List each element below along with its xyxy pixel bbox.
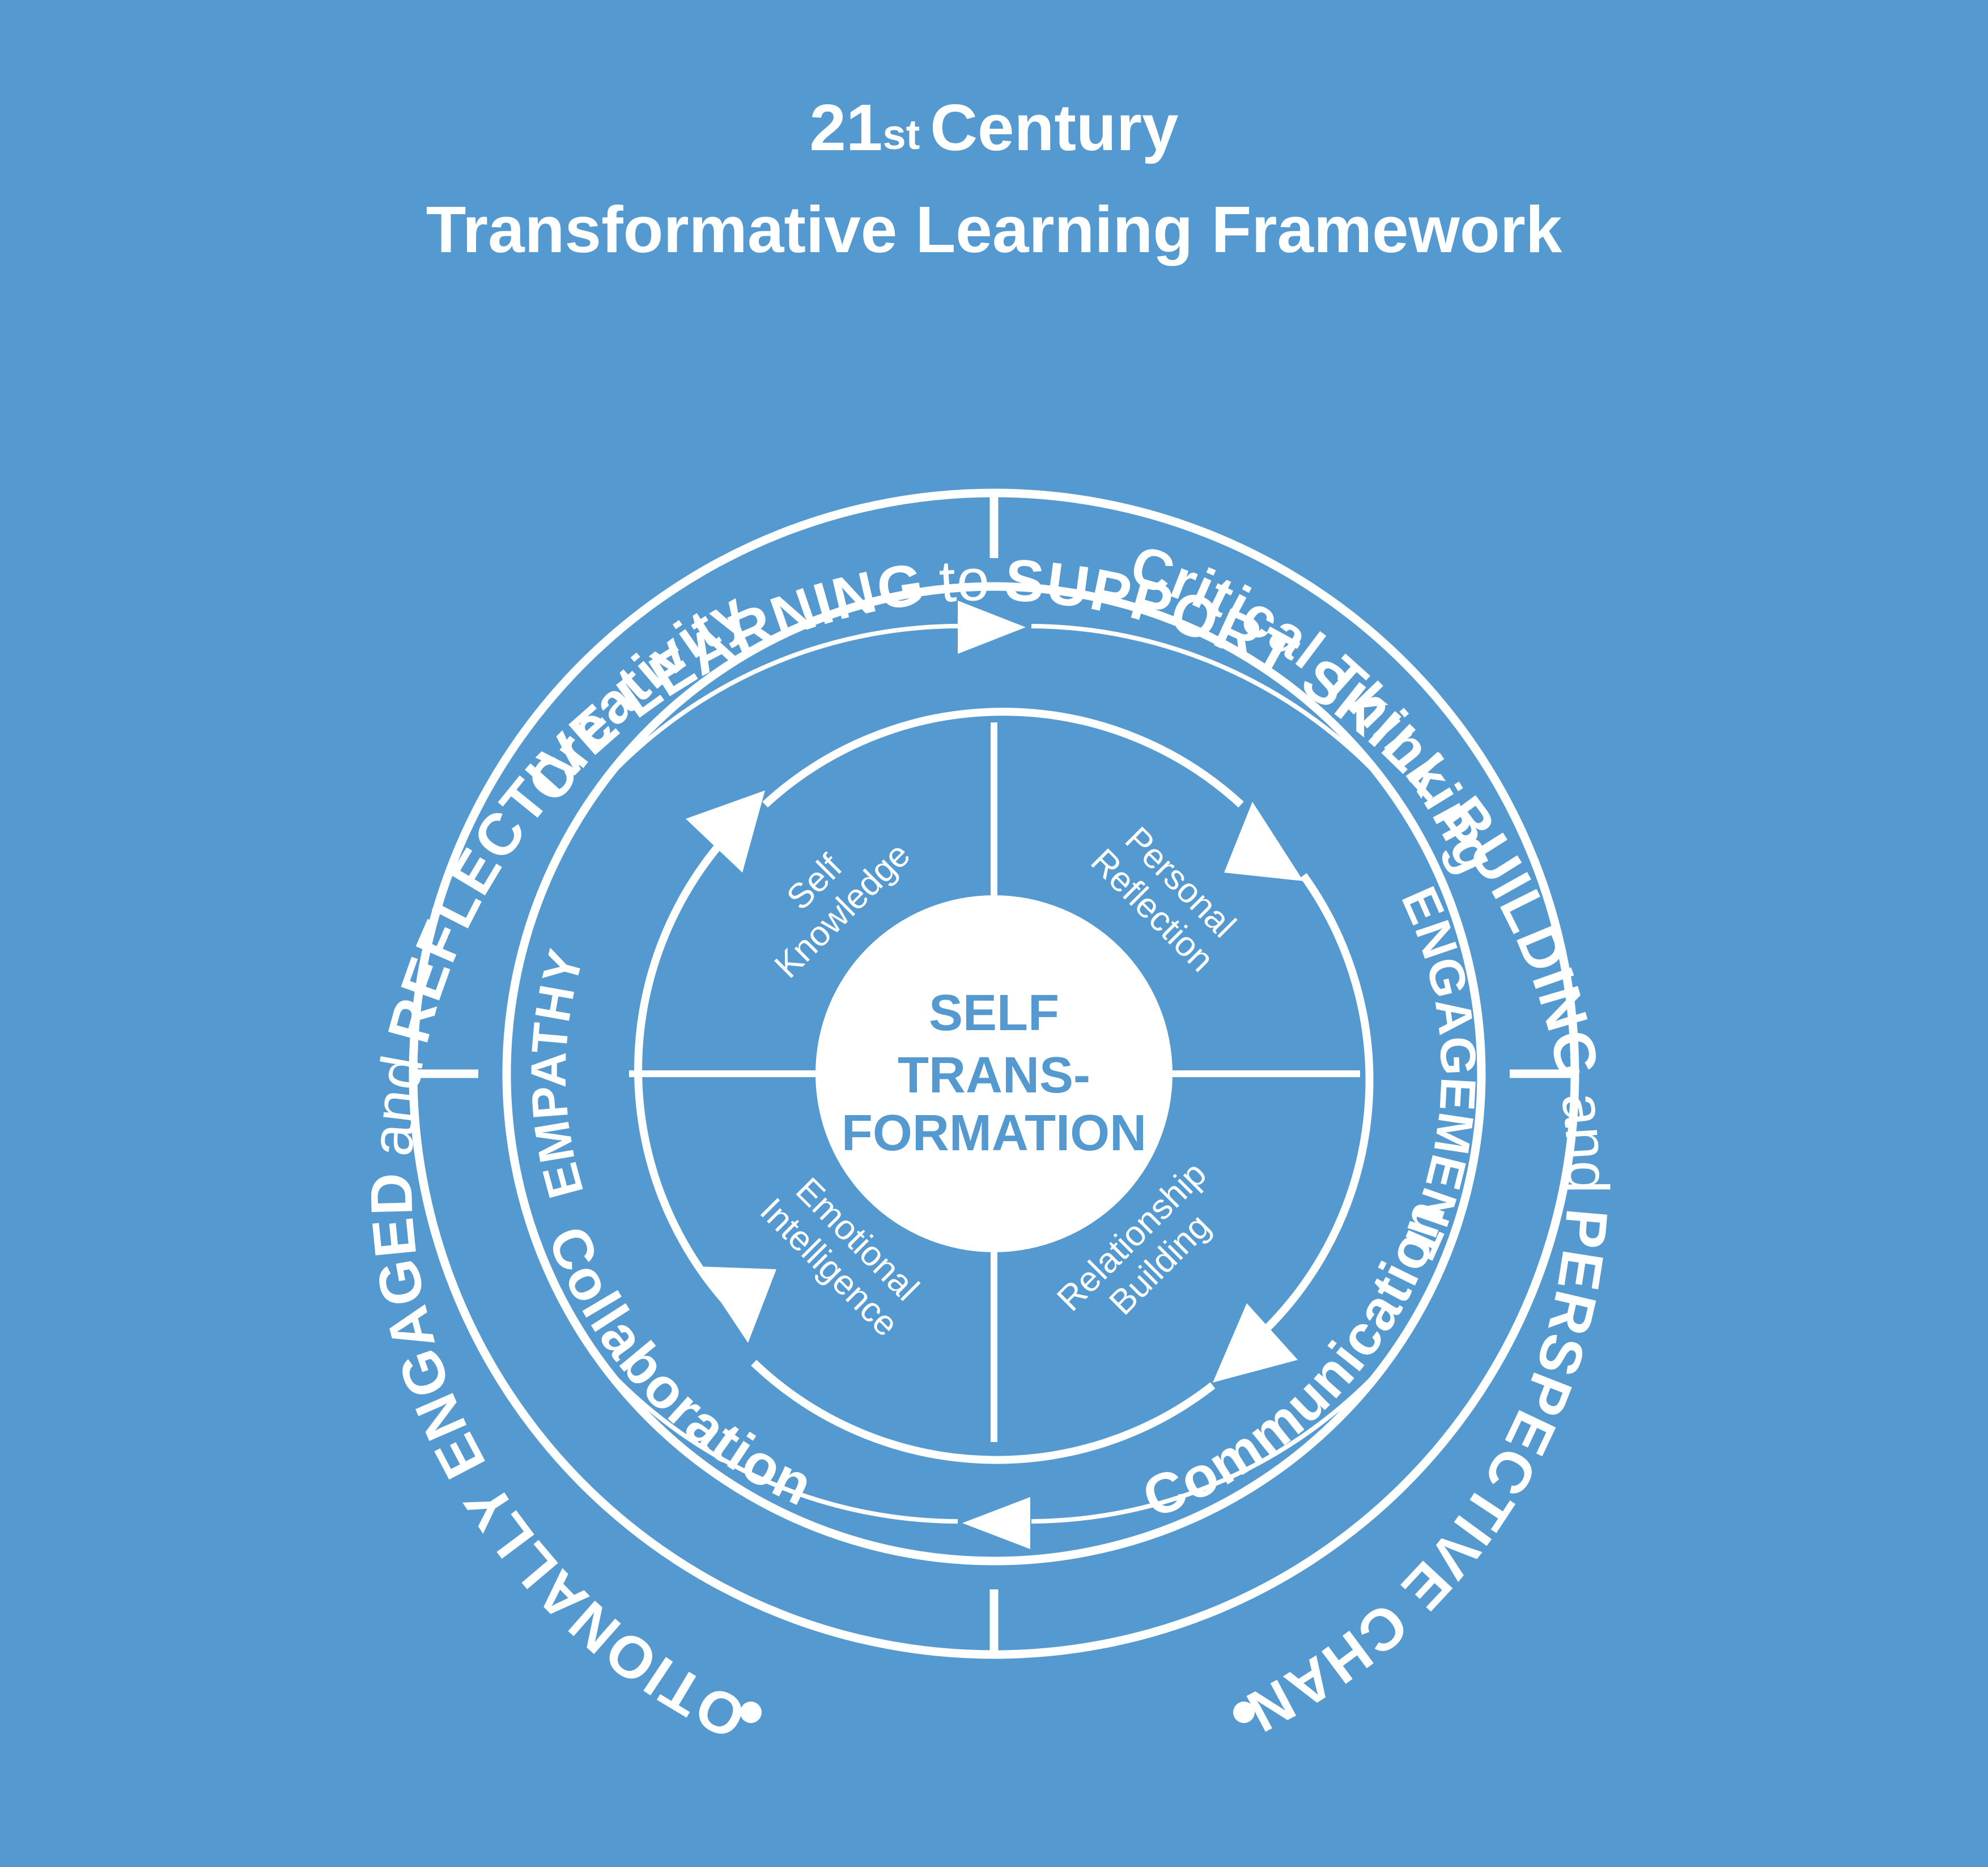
inner-arrow-top-right-icon (1224, 802, 1303, 881)
skills-arc-top-left (604, 624, 958, 781)
outer-dot-left (740, 1702, 762, 1723)
outer-and-1: and (359, 1051, 436, 1158)
inner-arrow-bottom-right-icon (1213, 1303, 1298, 1383)
inner-arrow-top-left-icon (686, 790, 765, 873)
middle-ring (502, 582, 1486, 1566)
inner-arc-bottom (751, 1359, 1216, 1464)
skills-arrow-ring (604, 601, 1384, 1549)
center-line-3: FORMATION (842, 1105, 1146, 1162)
quadrant-dividers (629, 722, 1360, 1442)
skills-arc-bottom-right (1031, 1366, 1384, 1524)
label-empathy: EMPATHY (520, 943, 594, 1204)
label-collaboration: Collaboration (536, 1218, 823, 1519)
outer-ring-ticks (413, 493, 1575, 1655)
center-label: SELF TRANS- FORMATION (842, 985, 1146, 1162)
skills-arc-top-right (1031, 624, 1384, 781)
inner-arrow-bottom-left-icon (697, 1266, 776, 1343)
title-line-2: Transformative Learning Framework (426, 193, 1562, 266)
arrow-bottom-icon (962, 1497, 1030, 1549)
outer-and-2: and (1549, 1089, 1620, 1193)
center-line-2: TRANS- (898, 1047, 1090, 1104)
arrow-top-icon (958, 601, 1026, 654)
inner-arc-right (1261, 873, 1374, 1335)
center-circle (815, 895, 1173, 1252)
outer-dot-right (1233, 1702, 1255, 1723)
center-line-1: SELF (929, 985, 1059, 1041)
inner-arc-top (762, 708, 1244, 808)
skills-arc-bottom-left (604, 1366, 958, 1524)
